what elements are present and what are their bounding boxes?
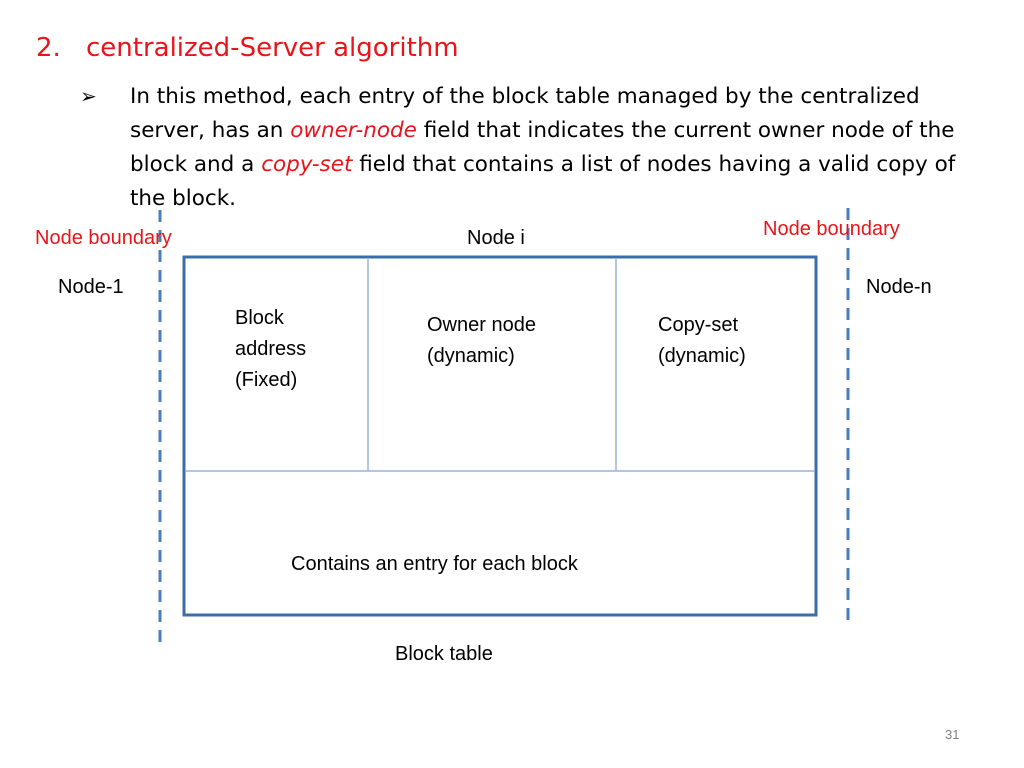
heading-number: 2. (36, 33, 61, 63)
table-note: Contains an entry for each block (291, 553, 578, 575)
block-table-box (182, 255, 818, 617)
arrow-bullet-icon: ➢ (80, 86, 97, 108)
copy-set-line-1: Copy-set (658, 314, 739, 336)
node-n-label: Node-n (866, 276, 932, 298)
owner-node-line-2: (dynamic) (427, 345, 515, 367)
block-address-line-2: address (235, 338, 307, 360)
bullet-text-part2: field that indicates the current owner n… (130, 118, 955, 177)
heading-text: centralized-Server algorithm (86, 33, 459, 63)
owner-node-line-1: Owner node (427, 314, 536, 336)
copy-set-cell: Copy-set (dynamic) (658, 310, 746, 372)
node-i-label: Node i (467, 227, 525, 249)
copy-set-term: copy-set (261, 152, 353, 177)
node-boundary-left-label: Node boundary (35, 227, 172, 249)
owner-node-cell: Owner node (dynamic) (427, 310, 536, 372)
slide-heading: 2. centralized-Server algorithm (36, 33, 459, 63)
table-caption: Block table (395, 643, 493, 665)
bullet-paragraph: In this method, each entry of the block … (130, 80, 990, 216)
block-address-line-3: (Fixed) (235, 369, 298, 391)
block-address-cell: Block address (Fixed) (235, 303, 306, 396)
node-1-label: Node-1 (58, 276, 124, 298)
block-address-line-1: Block (235, 307, 284, 329)
owner-node-term: owner-node (290, 118, 417, 143)
page-number: 31 (945, 727, 960, 742)
bullet-text-part3: field that contains a list of nodes havi… (130, 152, 956, 211)
copy-set-line-2: (dynamic) (658, 345, 746, 367)
node-boundary-right-label: Node boundary (763, 218, 900, 240)
bullet-text-part1: In this method, each entry of the block … (130, 84, 920, 143)
